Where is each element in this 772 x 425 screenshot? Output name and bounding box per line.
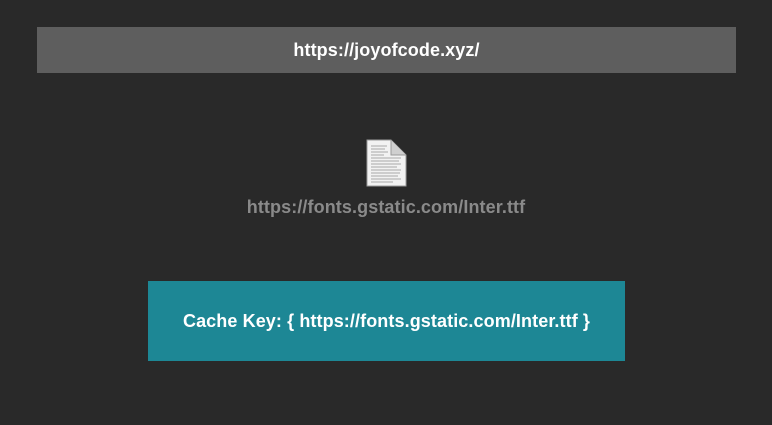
origin-url-bar: https://joyofcode.xyz/ [37, 27, 736, 73]
document-icon [366, 139, 407, 187]
font-resource: https://fonts.gstatic.com/Inter.ttf [0, 138, 772, 218]
resource-url: https://fonts.gstatic.com/Inter.ttf [246, 197, 526, 217]
origin-url: https://joyofcode.xyz/ [293, 39, 480, 60]
cache-key-box: Cache Key: { https://fonts.gstatic.com/I… [148, 281, 625, 361]
cache-key-label: Cache Key: { https://fonts.gstatic.com/I… [182, 310, 591, 331]
